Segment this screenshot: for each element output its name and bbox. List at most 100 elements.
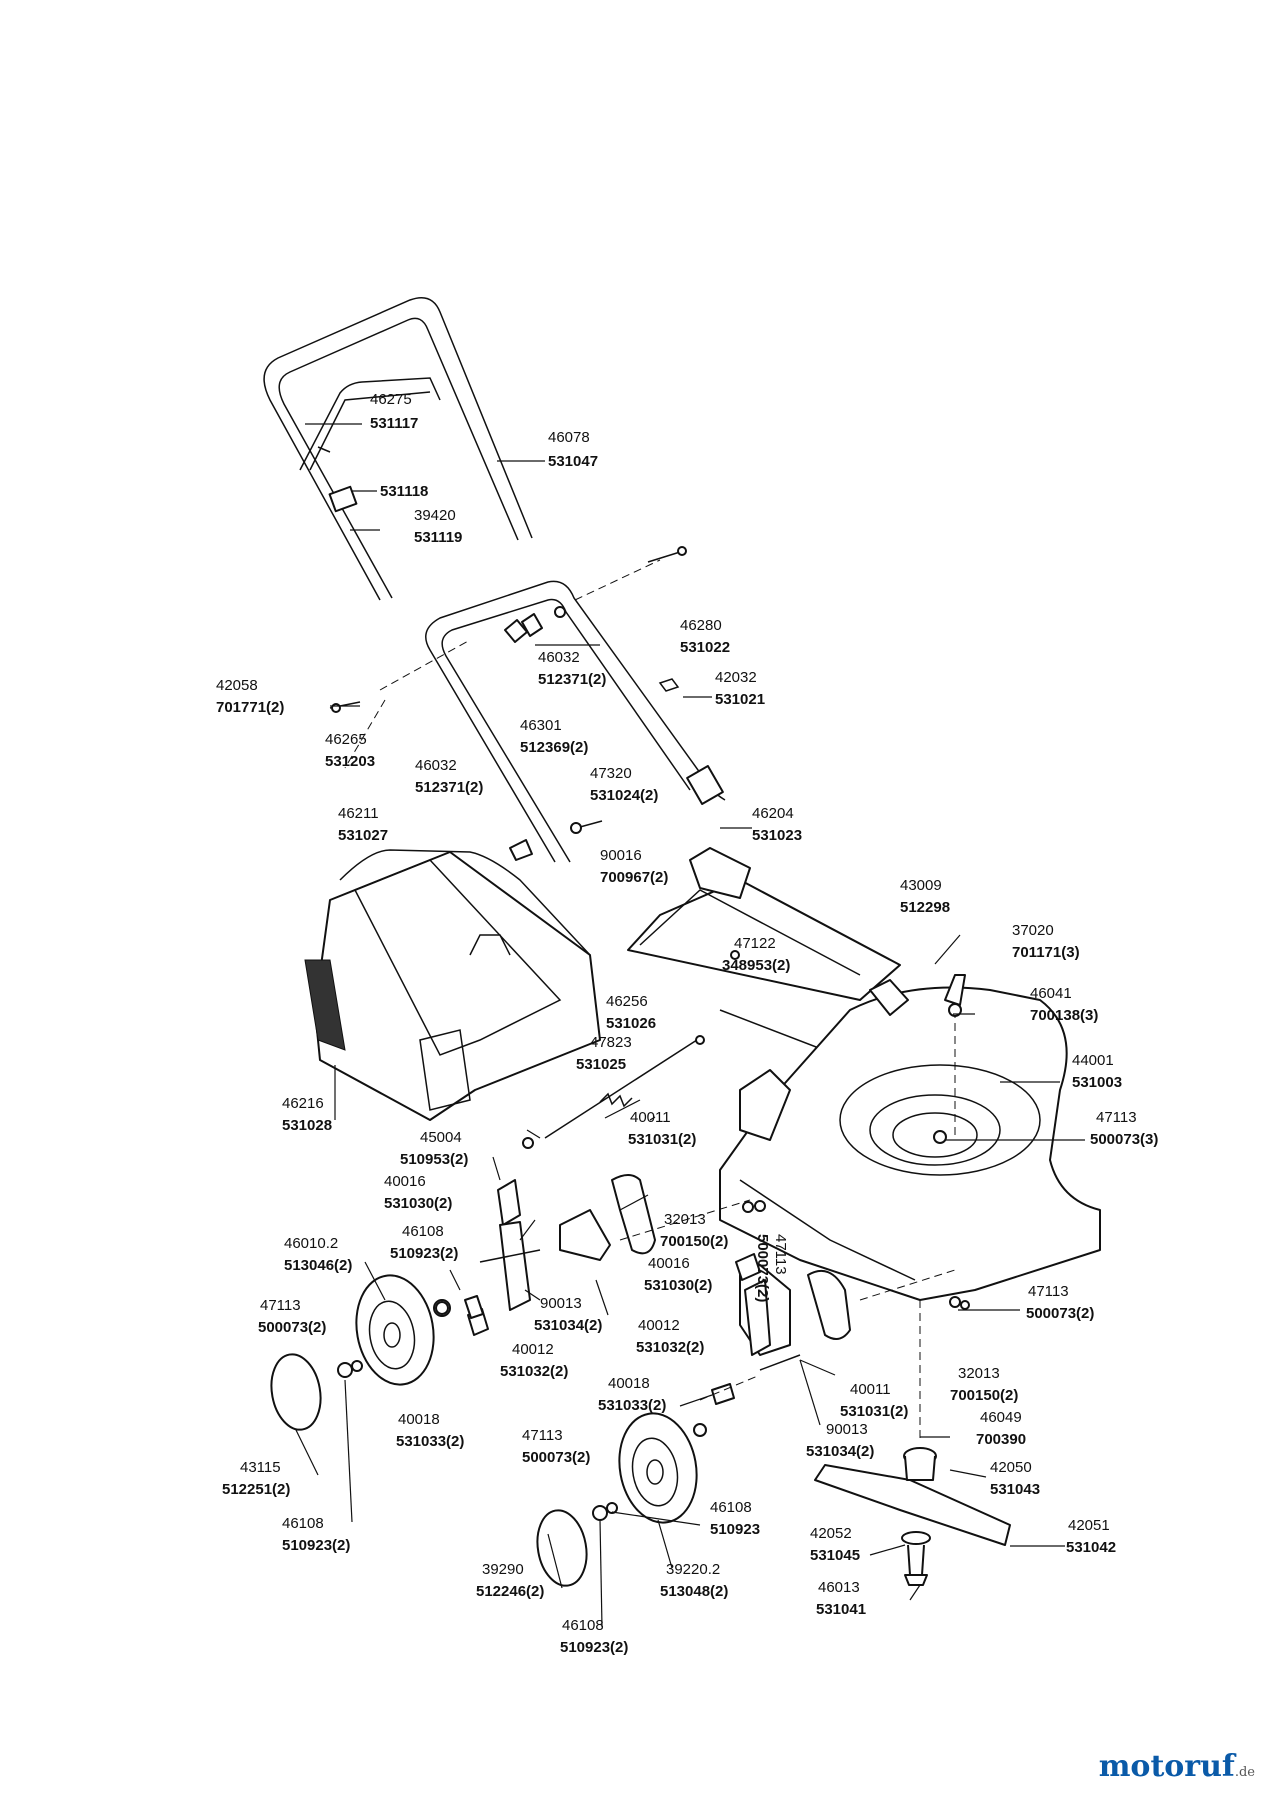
part-ref: 40016 [384, 1173, 426, 1190]
part-code: 348953(2) [722, 957, 790, 974]
part-code: 531023 [752, 827, 802, 844]
part-code: 531032(2) [500, 1363, 568, 1380]
part-code: 531030(2) [384, 1195, 452, 1212]
part-ref: 47122 [734, 935, 776, 952]
part-ref: 46032 [538, 649, 580, 666]
part-code: 531034(2) [806, 1443, 874, 1460]
part-code: 500073(2) [754, 1234, 771, 1302]
part-code: 531033(2) [396, 1433, 464, 1450]
left-height-adjuster-drawing [433, 1174, 766, 1336]
part-ref: 90013 [826, 1421, 868, 1438]
part-ref: 46216 [282, 1095, 324, 1112]
part-ref: 46108 [402, 1223, 444, 1240]
part-code: 531025 [576, 1056, 626, 1073]
part-code: 531041 [816, 1601, 866, 1618]
part-ref: 46301 [520, 717, 562, 734]
part-ref: 42058 [216, 677, 258, 694]
part-code: 510923(2) [390, 1245, 458, 1262]
part-ref: 90013 [540, 1295, 582, 1312]
part-ref: 46041 [1030, 985, 1072, 1002]
part-ref: 32013 [958, 1365, 1000, 1382]
part-ref: 46010.2 [284, 1235, 338, 1252]
part-code: 531022 [680, 639, 730, 656]
part-code: 701771(2) [216, 699, 284, 716]
part-ref: 46013 [818, 1579, 860, 1596]
part-code: 531026 [606, 1015, 656, 1032]
part-code: 700150(2) [950, 1387, 1018, 1404]
part-code: 701171(3) [1012, 944, 1080, 961]
part-code: 513048(2) [660, 1583, 728, 1600]
part-code: 512371(2) [415, 779, 483, 796]
part-ref: 39420 [414, 507, 456, 524]
part-code: 500073(2) [522, 1449, 590, 1466]
part-ref: 46275 [370, 391, 412, 408]
part-code: 531032(2) [636, 1339, 704, 1356]
part-code: 531034(2) [534, 1317, 602, 1334]
part-ref: 42052 [810, 1525, 852, 1542]
part-code: 500073(3) [1090, 1131, 1158, 1148]
right-wheel-drawing [536, 1412, 707, 1587]
part-ref: 46108 [282, 1515, 324, 1532]
rear-axle-drawing [522, 1035, 705, 1149]
part-code: 531003 [1072, 1074, 1122, 1091]
part-ref: 40018 [398, 1411, 440, 1428]
part-ref: 46032 [415, 757, 457, 774]
part-ref: 47113 [522, 1427, 563, 1444]
part-code: 700150(2) [660, 1233, 728, 1250]
part-code: 510923 [710, 1521, 760, 1538]
part-ref: 43115 [240, 1459, 281, 1476]
left-wheel-drawing [270, 1274, 484, 1431]
part-code: 500073(2) [258, 1319, 326, 1336]
part-code: 531047 [548, 453, 598, 470]
part-ref: 46256 [606, 993, 648, 1010]
part-ref: 40018 [608, 1375, 650, 1392]
part-code: 531031(2) [628, 1131, 696, 1148]
part-code: 531203 [325, 753, 375, 770]
part-ref: 42032 [715, 669, 757, 686]
part-code: 700138(3) [1030, 1007, 1098, 1024]
part-ref: 46049 [980, 1409, 1022, 1426]
leader-lines [295, 423, 1085, 1628]
part-ref: 40011 [630, 1109, 671, 1126]
part-code: 510923(2) [282, 1537, 350, 1554]
part-ref: 40011 [850, 1381, 891, 1398]
part-code: 512298 [900, 899, 950, 916]
part-code: 510953(2) [400, 1151, 468, 1168]
part-code: 512369(2) [520, 739, 588, 756]
part-ref: 39290 [482, 1561, 524, 1578]
part-ref: 47320 [590, 765, 632, 782]
lower-handle-drawing [329, 546, 726, 863]
watermark-main: motoruf [1098, 1749, 1235, 1784]
callout-labels: 46275 531117 46078 531047 531118 39420 5… [216, 391, 1158, 1656]
part-code: 531031(2) [840, 1403, 908, 1420]
part-ref: 47823 [590, 1034, 632, 1051]
part-code: 531021 [715, 691, 765, 708]
part-code: 531030(2) [644, 1277, 712, 1294]
part-code: 531117 [370, 415, 418, 432]
part-ref: 44001 [1072, 1052, 1114, 1069]
right-height-adjuster-drawing [699, 1253, 970, 1405]
part-code: 513046(2) [284, 1257, 352, 1274]
part-ref: 46211 [338, 805, 379, 822]
part-code: 531033(2) [598, 1397, 666, 1414]
part-ref: 40012 [512, 1341, 554, 1358]
part-ref: 37020 [1012, 922, 1054, 939]
part-ref: 47113 [772, 1234, 789, 1275]
part-ref: 47113 [1028, 1283, 1069, 1300]
part-code: 500073(2) [1026, 1305, 1094, 1322]
part-ref: 46078 [548, 429, 590, 446]
mower-deck-drawing [719, 974, 1101, 1440]
part-code: 531045 [810, 1547, 860, 1564]
part-ref: 39220.2 [666, 1561, 720, 1578]
part-code: 700967(2) [600, 869, 668, 886]
part-ref: 47113 [1096, 1109, 1137, 1126]
part-code: 512246(2) [476, 1583, 544, 1600]
part-ref: 46108 [710, 1499, 752, 1516]
part-code: 700390 [976, 1431, 1026, 1448]
part-ref: 46280 [680, 617, 722, 634]
part-ref: 45004 [420, 1129, 462, 1146]
part-ref: 32013 [664, 1211, 706, 1228]
part-code: 531118 [380, 483, 428, 500]
grass-bag-drawing [304, 849, 601, 1121]
